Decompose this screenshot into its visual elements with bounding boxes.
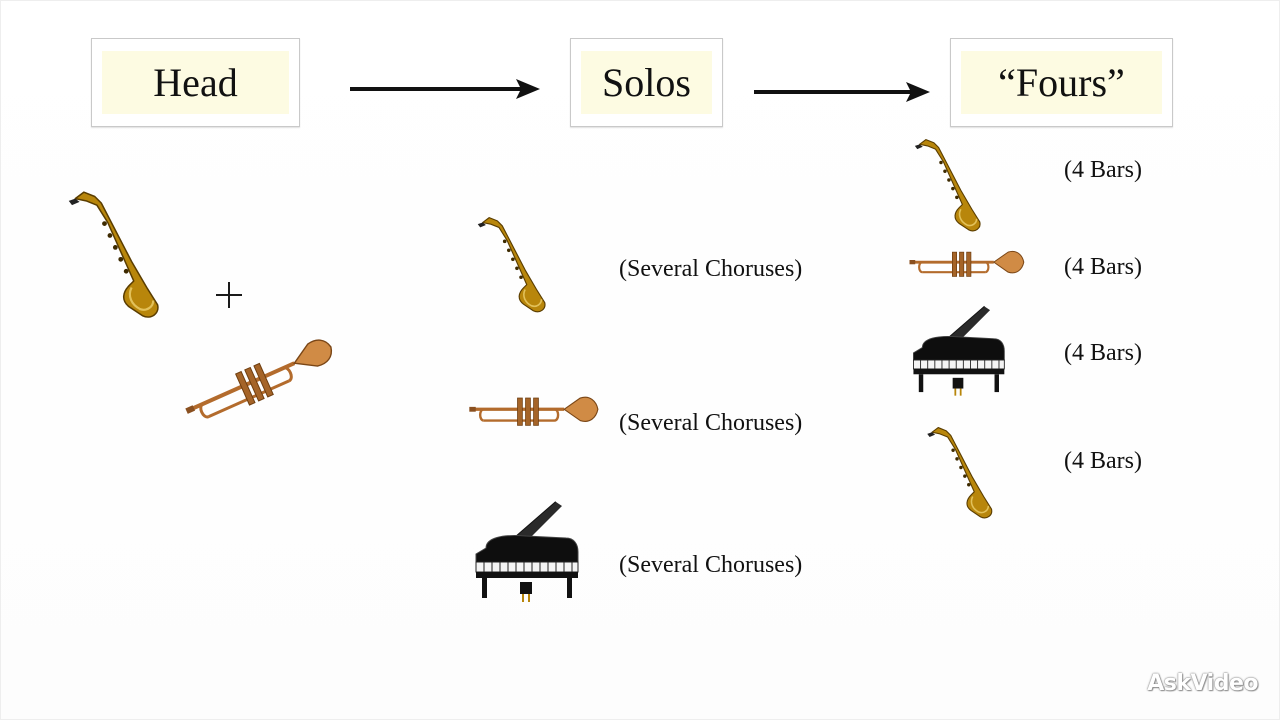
fours-label-1: (4 Bars)	[1064, 157, 1142, 183]
stage-label-solos: Solos	[602, 59, 691, 105]
saxophone-icon	[68, 191, 159, 318]
stage-box-head-fill: Head	[102, 51, 289, 114]
watermark-text: AskVideo	[1147, 671, 1258, 696]
stage-label-fours: “Fours”	[998, 59, 1125, 105]
plus-icon	[216, 282, 242, 308]
stage-box-fours-fill: “Fours”	[961, 51, 1162, 114]
saxophone-icon	[927, 427, 993, 519]
saxophone-icon	[914, 139, 981, 232]
stage-box-fours: “Fours”	[950, 38, 1173, 127]
arrow-solos-to-fours	[754, 82, 930, 102]
fours-label-3: (4 Bars)	[1064, 340, 1142, 366]
solo-label-trumpet: (Several Choruses)	[619, 410, 803, 436]
piano-icon	[913, 305, 1005, 396]
piano-icon	[475, 501, 579, 602]
stage-box-solos: Solos	[570, 38, 723, 127]
stage-box-head: Head	[91, 38, 300, 127]
watermark-logo: AskVideo	[1147, 671, 1258, 696]
stage-box-solos-fill: Solos	[581, 51, 712, 114]
fours-label-4: (4 Bars)	[1064, 448, 1142, 474]
arrow-head-to-solos	[350, 79, 540, 99]
plus-icon-vertical	[228, 282, 230, 308]
solo-label-saxophone: (Several Choruses)	[619, 256, 803, 282]
trumpet-icon	[469, 396, 599, 426]
fours-label-2: (4 Bars)	[1064, 254, 1142, 280]
solo-label-piano: (Several Choruses)	[619, 552, 803, 578]
stage-label-head: Head	[153, 59, 238, 105]
saxophone-icon	[477, 217, 546, 313]
trumpet-icon	[185, 339, 333, 419]
trumpet-icon	[909, 250, 1025, 277]
